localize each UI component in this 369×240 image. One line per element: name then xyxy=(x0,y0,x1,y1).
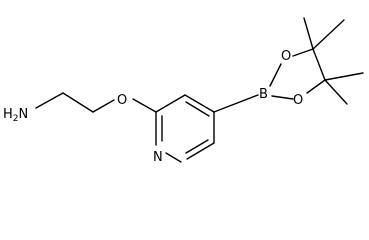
dioxaborolane-oxygen-bottom-label: O xyxy=(293,93,303,108)
bond-methyl-top-left xyxy=(303,17,314,50)
bond-methyl-right xyxy=(324,72,364,81)
amine-n: N xyxy=(19,107,29,122)
bond-c3-c4-double xyxy=(185,101,210,117)
bond-c-obottom xyxy=(306,79,326,94)
bond-c3-c4 xyxy=(184,94,215,113)
bond-obottom-b xyxy=(271,95,294,100)
bond-c6-n xyxy=(165,152,182,163)
ether-oxygen-label: O xyxy=(117,93,127,108)
bond-methyl-top-right xyxy=(312,19,345,50)
bond-c-c xyxy=(312,48,326,81)
bond-methyl-bottom xyxy=(324,79,348,105)
bond-c5-c6-double xyxy=(185,139,209,154)
bond-n-c1 xyxy=(35,92,64,109)
pyridine-nitrogen-label: N xyxy=(153,150,163,165)
bond-o-c2ring xyxy=(132,98,157,113)
chemical-structure-diagram: H2N O N B O O xyxy=(3,17,364,165)
bond-b-otop xyxy=(269,63,282,87)
bond-c1-c2 xyxy=(62,92,94,113)
bonds xyxy=(35,17,364,163)
dioxaborolane-oxygen-top-label: O xyxy=(281,49,291,64)
amine-h: H xyxy=(3,107,13,122)
bond-c2-o xyxy=(92,99,115,113)
boron-label: B xyxy=(259,87,268,102)
bond-otop-c xyxy=(292,48,314,57)
bond-c2-c3 xyxy=(155,94,186,113)
amine-subscript: 2 xyxy=(13,114,19,124)
bond-c4-b xyxy=(213,94,259,113)
bond-c5-c6 xyxy=(186,142,215,160)
atom-labels: H2N O N B O O xyxy=(3,49,303,165)
amine-label: H2N xyxy=(3,107,28,124)
